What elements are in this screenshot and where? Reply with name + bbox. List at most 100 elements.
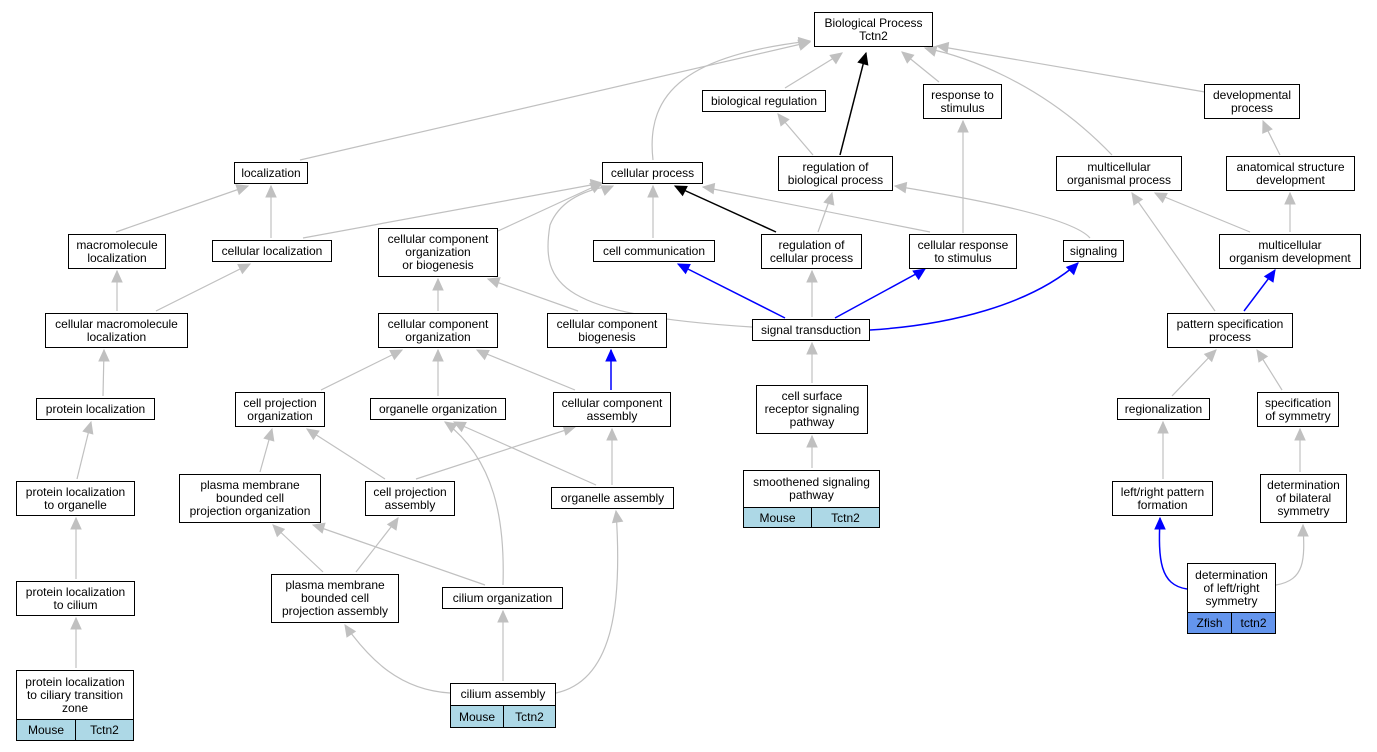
node-regionalization[interactable]: regionalization: [1117, 398, 1210, 420]
node-cellular-macromolecule-localization[interactable]: cellular macromolecule localization: [45, 313, 188, 348]
edge-ccb-ccob: [487, 278, 579, 312]
edge-cmacroloc-cellloc: [155, 263, 251, 312]
edge-cellresp-resp-arrowhead: [957, 119, 969, 133]
edge-cellloc-loc-arrowhead: [265, 184, 277, 198]
node-plasma-membrane-bounded-cell-projection-organization[interactable]: plasma membrane bounded cell projection …: [179, 474, 321, 523]
node-label: specification of symmetry: [1264, 395, 1332, 423]
tag-label: Tctn2: [90, 723, 119, 737]
edge-pmbcpo-cellproj-arrowhead: [263, 427, 275, 442]
edge-orgasm-cca-arrowhead: [606, 427, 618, 441]
node-cell-projection-assembly[interactable]: cell projection assembly: [365, 481, 455, 516]
species-tag-mouse: Mouse: [743, 507, 812, 528]
node-signaling[interactable]: signaling: [1063, 240, 1124, 262]
species-tag-mouse: Mouse: [16, 719, 76, 741]
edge-cellproj-cco: [320, 349, 403, 391]
node-pattern-specification-process[interactable]: pattern specification process: [1167, 313, 1293, 348]
edge-multidev-multi: [1154, 192, 1251, 233]
node-label: cellular localization: [221, 243, 323, 258]
node-organelle-assembly[interactable]: organelle assembly: [551, 487, 674, 509]
node-label: plasma membrane bounded cell projection …: [189, 478, 311, 518]
node-cilium-organization[interactable]: cilium organization: [442, 587, 563, 609]
node-label: smoothened signaling pathway: [753, 475, 870, 502]
node-macromolecule-localization[interactable]: macromolecule localization: [68, 234, 166, 269]
node-multicellular-organismal-process[interactable]: multicellular organismal process: [1056, 156, 1182, 191]
node-cellular-component-organization[interactable]: cellular component organization: [378, 313, 498, 348]
node-plasma-membrane-bounded-cell-projection-assembly[interactable]: plasma membrane bounded cell projection …: [271, 574, 399, 623]
node-cellular-component-biogenesis[interactable]: cellular component biogenesis: [547, 313, 667, 348]
node-label: protein localization: [45, 401, 146, 416]
edge-multi-bp-arrowhead: [923, 45, 938, 57]
node-determination-of-left-right-symmetry[interactable]: determination of left/right symmetry: [1187, 563, 1276, 613]
tag-label: Mouse: [27, 723, 65, 737]
edge-pattern-multi-arrowhead: [1131, 191, 1144, 206]
node-cellular-component-assembly[interactable]: cellular component assembly: [553, 392, 671, 427]
node-left-right-pattern-formation[interactable]: left/right pattern formation: [1112, 481, 1213, 516]
edge-sigtrans-signaling: [869, 262, 1079, 331]
node-regulation-of-biological-process[interactable]: regulation of biological process: [778, 156, 893, 191]
node-label: signaling: [1069, 243, 1118, 258]
edge-sigtrans-cellcomm: [677, 263, 786, 319]
node-cell-communication[interactable]: cell communication: [593, 240, 715, 262]
node-cellular-component-organization-or-biogenesis[interactable]: cellular component organization or bioge…: [378, 228, 498, 277]
node-label: cilium assembly: [460, 687, 546, 701]
node-label: pattern specification process: [1176, 316, 1284, 344]
edge-sigtrans-cellcomm-arrowhead: [676, 263, 691, 275]
gene-tag-tctn2: Tctn2: [811, 507, 880, 528]
edge-detbil-specsym-arrowhead: [1294, 427, 1306, 441]
edge-multidev-anat-arrowhead: [1284, 191, 1296, 205]
node-localization[interactable]: localization: [234, 162, 308, 184]
edge-detlr-detbil-arrowhead: [1297, 523, 1309, 537]
node-organelle-organization[interactable]: organelle organization: [370, 398, 506, 420]
edge-pattern-multidev-arrowhead: [1263, 268, 1276, 283]
node-label: organelle assembly: [560, 490, 665, 505]
node-smoothened-signaling-pathway[interactable]: smoothened signaling pathway: [743, 470, 880, 508]
node-cell-surface-receptor-signaling-pathway[interactable]: cell surface receptor signaling pathway: [756, 385, 868, 434]
node-signal-transduction[interactable]: signal transduction: [752, 319, 870, 341]
node-determination-of-bilateral-symmetry[interactable]: determination of bilateral symmetry: [1260, 474, 1347, 523]
node-protein-localization-to-cilium[interactable]: protein localization to cilium: [16, 581, 135, 616]
node-protein-localization-to-organelle[interactable]: protein localization to organelle: [16, 481, 135, 516]
node-developmental-process[interactable]: developmental process: [1204, 84, 1300, 119]
node-response-to-stimulus[interactable]: response to stimulus: [923, 84, 1002, 119]
edge-lr-region-arrowhead: [1157, 420, 1169, 434]
edge-multi-bp: [924, 47, 1113, 156]
node-specification-of-symmetry[interactable]: specification of symmetry: [1257, 392, 1339, 427]
edge-csrsp-sigtrans-arrowhead: [806, 341, 818, 355]
node-label: cellular component biogenesis: [556, 316, 658, 344]
edge-loc-bp: [299, 41, 811, 161]
node-cilium-assembly[interactable]: cilium assembly: [450, 683, 556, 706]
node-label: determination of bilateral symmetry: [1267, 478, 1340, 518]
edge-organelle-cco-arrowhead: [432, 348, 444, 362]
species-tag-zfish: Zfish: [1187, 612, 1232, 634]
node-multicellular-organism-development[interactable]: multicellular organism development: [1219, 234, 1361, 269]
edge-bioreg-bp-arrowhead: [829, 52, 843, 65]
node-cellular-response-to-stimulus[interactable]: cellular response to stimulus: [909, 234, 1017, 269]
edge-sigtrans-cellresp: [834, 268, 926, 319]
node-regulation-of-cellular-process[interactable]: regulation of cellular process: [761, 234, 862, 269]
node-protein-localization-to-ciliary-transition-zone[interactable]: protein localization to ciliary transiti…: [16, 670, 134, 720]
edge-pmbcpa-pmbcpo-arrowhead: [272, 524, 286, 538]
node-biological-regulation[interactable]: biological regulation: [702, 90, 826, 112]
edge-ccb-ccob-arrowhead: [486, 277, 501, 289]
node-anatomical-structure-development[interactable]: anatomical structure development: [1226, 156, 1355, 191]
node-cell-projection-organization[interactable]: cell projection organization: [235, 392, 325, 427]
edge-signaling-regbio: [894, 185, 1091, 239]
edge-specsym-pattern-arrowhead: [1256, 348, 1269, 363]
edge-cca-ccb-arrowhead: [605, 348, 617, 362]
edge-anat-devproc-arrowhead: [1262, 119, 1273, 134]
edge-cellproj-cco-arrowhead: [389, 349, 404, 361]
gene-tag-tctn2: Tctn2: [503, 705, 556, 728]
edge-protctz-protcil-arrowhead: [70, 616, 82, 630]
node-label: cellular component assembly: [561, 395, 663, 423]
edge-resp-bp-arrowhead: [901, 51, 915, 64]
node-cellular-localization[interactable]: cellular localization: [212, 240, 332, 262]
node-label: regulation of cellular process: [769, 237, 854, 265]
edge-detlr-lr-arrowhead: [1154, 516, 1166, 530]
node-label: response to stimulus: [931, 87, 994, 115]
edge-devproc-bp: [936, 45, 1206, 93]
node-biological-process[interactable]: Biological Process Tctn2: [814, 12, 933, 47]
node-protein-localization[interactable]: protein localization: [36, 398, 155, 420]
node-cellular-process[interactable]: cellular process: [602, 162, 703, 184]
edge-regbio-bioreg-arrowhead: [777, 113, 790, 127]
